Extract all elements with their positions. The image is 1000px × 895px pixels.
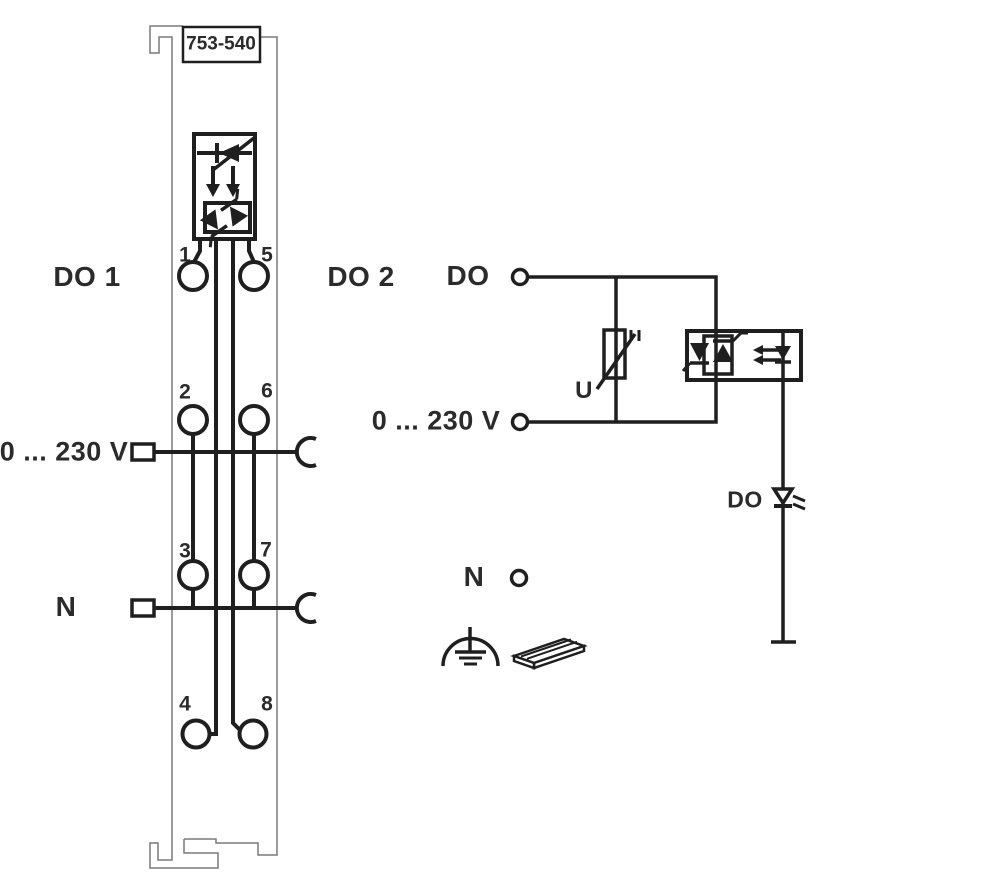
circuit-do-label: DO: [446, 260, 490, 291]
terminal-label-3: 3: [179, 539, 191, 563]
module-neutral-label: N: [55, 591, 77, 622]
do-terminal-dot: [510, 267, 530, 287]
neutral-plug-icon: [130, 598, 156, 618]
terminal-label-1: 1: [179, 243, 191, 267]
module-housing-path: [149, 25, 278, 869]
voltage-jumper-socket-icon: [294, 436, 317, 468]
voltage-plug-icon: [130, 442, 156, 462]
terminal-label-8: 8: [261, 692, 273, 716]
terminals: [177, 260, 270, 750]
circuit-neutral-label: N: [463, 561, 485, 592]
channel1-label: DO 1: [53, 261, 121, 292]
varistor-label: U: [575, 377, 593, 404]
optocoupler-box: [192, 132, 257, 241]
module-triac-icon: [199, 188, 252, 248]
terminal-label-2: 2: [179, 380, 191, 404]
terminal-circle-6: [238, 404, 270, 436]
light-arrows-down-icon: [206, 166, 240, 197]
voltage-terminal-dot: [510, 412, 530, 432]
terminal-circle-5: [238, 260, 270, 292]
wire-box-to-terminal1: [192, 239, 202, 263]
module-wiring: [130, 239, 317, 736]
module-optocoupler-symbol: [192, 132, 257, 248]
wire-box-to-terminal8: [231, 239, 242, 732]
terminal-label-5: 5: [261, 243, 273, 267]
channel2-label: DO 2: [327, 261, 395, 292]
wire-box-to-terminal5: [247, 239, 256, 263]
wire-box-to-terminal4: [209, 239, 218, 736]
module-voltage-label: 0 ... 230 V: [0, 436, 129, 467]
neutral-terminal-dot: [509, 568, 529, 588]
part-number-label: 753-540: [186, 33, 256, 55]
voltage-line: [528, 380, 718, 424]
input-led-icon: [197, 136, 256, 172]
terminal-circle-4: [180, 718, 212, 750]
neutral-jumper-socket-icon: [294, 592, 317, 624]
circuit-voltage-label: 0 ... 230 V: [371, 405, 501, 436]
terminal-circle-3: [177, 559, 209, 591]
terminal-circle-8: [237, 718, 269, 750]
module-outline: [149, 25, 278, 869]
terminal-circle-7: [238, 559, 270, 591]
channel-schematic: [509, 267, 806, 644]
terminal-label-6: 6: [261, 379, 273, 403]
status-led-label: DO: [727, 486, 763, 513]
varistor-icon: [595, 328, 641, 390]
part-number-box: [181, 25, 262, 64]
terminal-circle-1: [177, 260, 209, 292]
terminal-label-7: 7: [260, 538, 272, 562]
ground-icon: [441, 627, 500, 667]
din-rail-icon: [510, 637, 588, 670]
terminal-label-4: 4: [179, 692, 191, 716]
terminal-circle-2: [177, 404, 209, 436]
do-line: [528, 275, 718, 331]
status-led-icon: [770, 487, 806, 511]
